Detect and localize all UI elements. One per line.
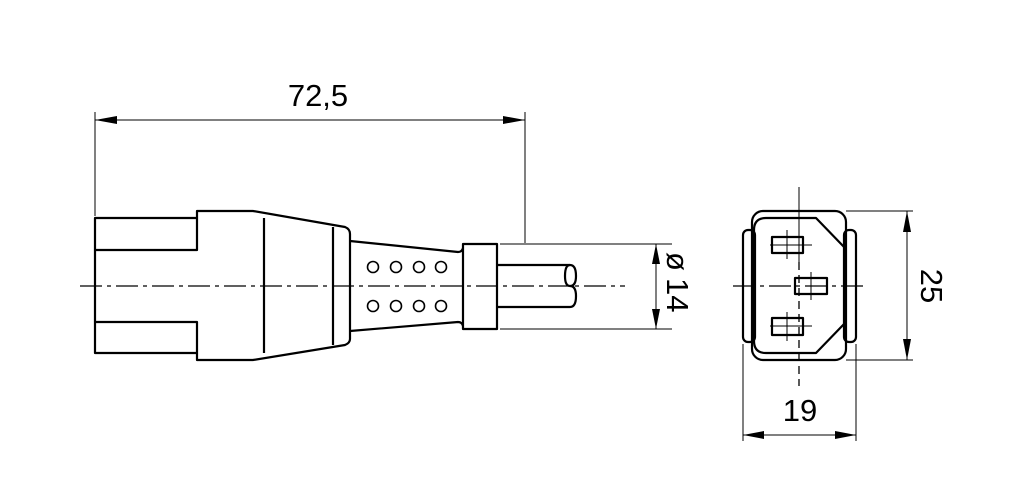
pin-top <box>770 230 812 259</box>
dimension-length: 72,5 <box>94 78 526 243</box>
dimension-height: 25 <box>846 210 949 361</box>
prong-bottom <box>93 320 199 355</box>
length-label: 72,5 <box>288 78 348 113</box>
pin-earth <box>793 272 829 300</box>
width-label: 19 <box>783 393 817 428</box>
connector-front-view <box>733 187 865 386</box>
dimension-diameter: ø 14 <box>500 243 695 330</box>
connector-side-view <box>80 209 625 362</box>
diameter-label: 14 <box>660 278 695 312</box>
prong-top <box>93 216 199 252</box>
dimension-width: 19 <box>742 344 857 441</box>
height-label: 25 <box>914 269 949 303</box>
vent-holes <box>366 260 448 313</box>
diameter-symbol: ø <box>660 252 695 271</box>
pin-bottom <box>770 312 812 341</box>
cable <box>497 263 570 309</box>
